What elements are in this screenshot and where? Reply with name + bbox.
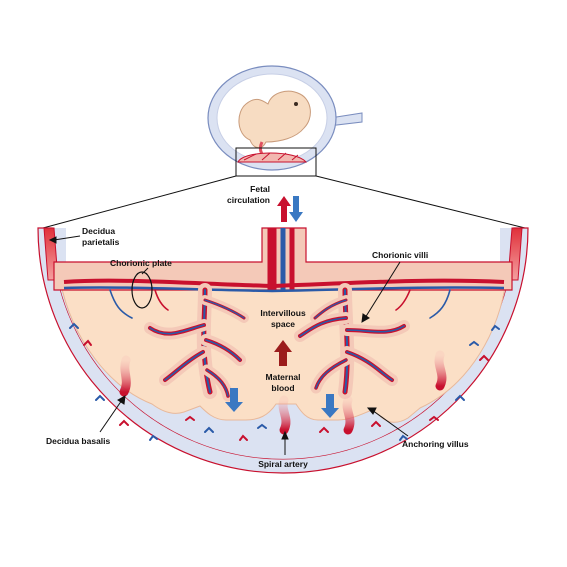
fetal-circulation-label-1: Fetal (250, 184, 270, 194)
chorionic-plate-marker (131, 271, 153, 309)
decidua-basalis-label: Decidua basalis (46, 436, 111, 446)
return-arrow-left (225, 388, 243, 412)
zoom-line-right (315, 175, 526, 229)
chorionic-vessels (63, 278, 505, 293)
spiral-artery-label: Spiral artery (258, 459, 308, 469)
decidual-vessels (69, 322, 500, 441)
villous-trees (109, 283, 451, 402)
chorionic-villi-label: Chorionic villi (372, 250, 428, 260)
intervillous-space-label-1: Intervillous (260, 308, 306, 318)
maternal-blood-label-1: Maternal (266, 372, 301, 382)
decidua-parietalis-label-2: parietalis (82, 237, 120, 247)
zoom-line-left (42, 175, 237, 229)
fetal-arrow-up-red (277, 196, 291, 222)
maternal-blood-label-2: blood (271, 383, 294, 393)
decidua-parietalis-label-1: Decidua (82, 226, 115, 236)
flow-arrows (225, 196, 339, 418)
spiral-arteries (119, 350, 447, 435)
return-arrow-right (321, 394, 339, 418)
pointer-lines (48, 235, 409, 455)
fetal-arrow-down-blue (289, 196, 303, 222)
fetal-circulation-label-2: circulation (227, 195, 270, 205)
umbilical-vessels (267, 228, 295, 290)
anchoring-villus-label: Anchoring villus (402, 439, 469, 449)
chorionic-plate-label: Chorionic plate (110, 258, 172, 268)
uterus-inset (207, 65, 363, 171)
labels: Fetal circulation Decidua parietalis Cho… (46, 184, 469, 469)
maternal-arrow-up (274, 340, 292, 366)
intervillous-space-label-2: space (271, 319, 295, 329)
zoom-box (235, 147, 317, 177)
